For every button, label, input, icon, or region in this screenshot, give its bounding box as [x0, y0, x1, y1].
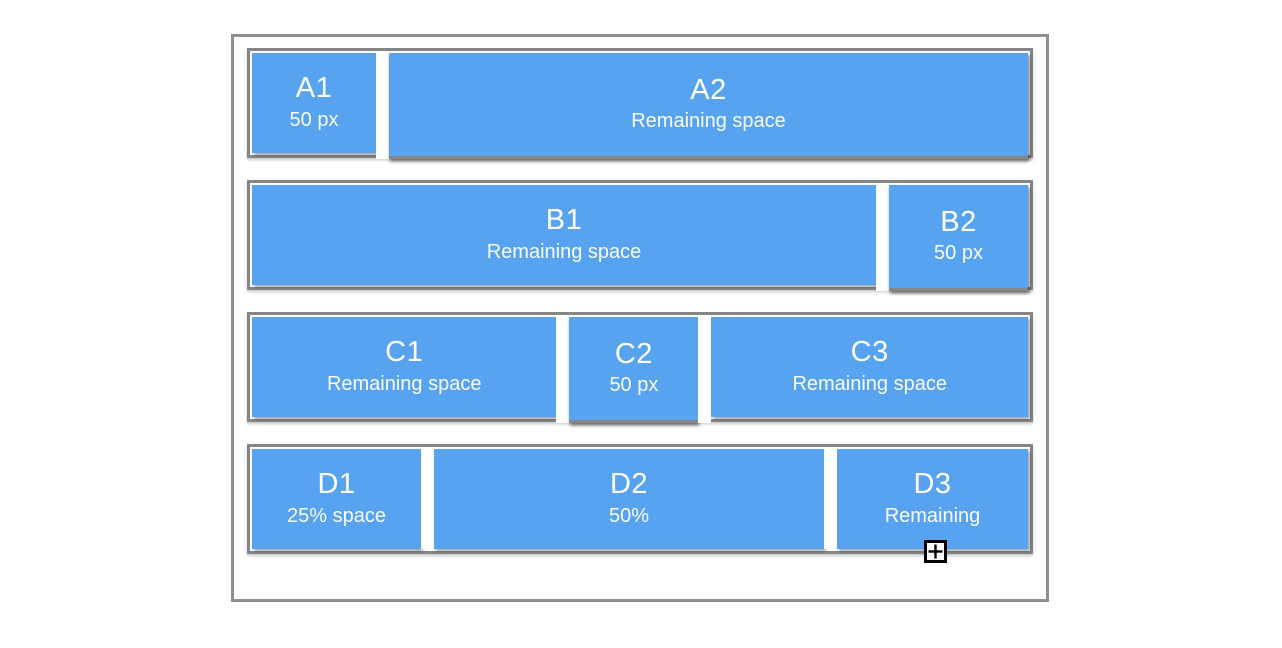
pane-d2-subtitle: 50% — [608, 504, 650, 527]
pane-c1-title: C1 — [385, 336, 424, 369]
pane-d3-subtitle: Remaining — [884, 504, 981, 527]
pane-a2-subtitle: Remaining space — [631, 110, 786, 133]
divider-d2-d3[interactable] — [824, 449, 837, 549]
pane-c2-title: C2 — [614, 337, 653, 370]
split-row-c: C1 Remaining space C2 50 px C3 Remaining… — [247, 312, 1033, 423]
pane-b2-subtitle: 50 px — [934, 242, 983, 265]
split-row-a: A1 50 px A2 Remaining space — [247, 48, 1033, 159]
pane-c3: C3 Remaining space — [711, 317, 1028, 417]
pane-c2-subtitle: 50 px — [609, 374, 659, 397]
pane-c3-title: C3 — [850, 336, 889, 369]
splitview-demo-panel: A1 50 px A2 Remaining space B1 Remaining… — [231, 34, 1049, 602]
pane-d3-title: D3 — [913, 468, 952, 501]
pane-d2: D2 50% — [434, 449, 824, 549]
pane-a1-subtitle: 50 px — [289, 108, 339, 131]
pane-a1: A1 50 px — [252, 53, 376, 153]
divider-a1-a2[interactable] — [376, 53, 389, 159]
pane-a1-title: A1 — [295, 72, 333, 105]
crosshair-cursor-icon — [924, 540, 947, 563]
split-row-d: D1 25% space D2 50% D3 Remaining — [247, 444, 1033, 554]
pane-d1-subtitle: 25% space — [287, 504, 386, 527]
split-row-b: B1 Remaining space B2 50 px — [247, 180, 1033, 291]
pane-d2-title: D2 — [609, 468, 649, 501]
pane-c2: C2 50 px — [569, 317, 699, 423]
divider-c2-c3[interactable] — [698, 317, 712, 423]
pane-d1: D1 25% space — [252, 449, 421, 549]
pane-c1: C1 Remaining space — [252, 317, 557, 417]
pane-d1-title: D1 — [317, 468, 356, 501]
pane-b2-title: B2 — [940, 205, 977, 238]
divider-d1-d2[interactable] — [421, 449, 434, 549]
pane-b1-subtitle: Remaining space — [486, 240, 642, 263]
pane-d3: D3 Remaining — [837, 449, 1028, 549]
pane-c3-subtitle: Remaining space — [792, 372, 947, 395]
pane-c1-subtitle: Remaining space — [326, 372, 482, 395]
pane-a2-title: A2 — [690, 73, 727, 106]
pane-b1-title: B1 — [545, 204, 583, 237]
divider-b1-b2[interactable] — [876, 185, 889, 291]
pane-b2: B2 50 px — [889, 185, 1028, 291]
divider-c1-c2[interactable] — [556, 317, 570, 423]
pane-a2: A2 Remaining space — [389, 53, 1028, 159]
pane-b1: B1 Remaining space — [252, 185, 876, 285]
